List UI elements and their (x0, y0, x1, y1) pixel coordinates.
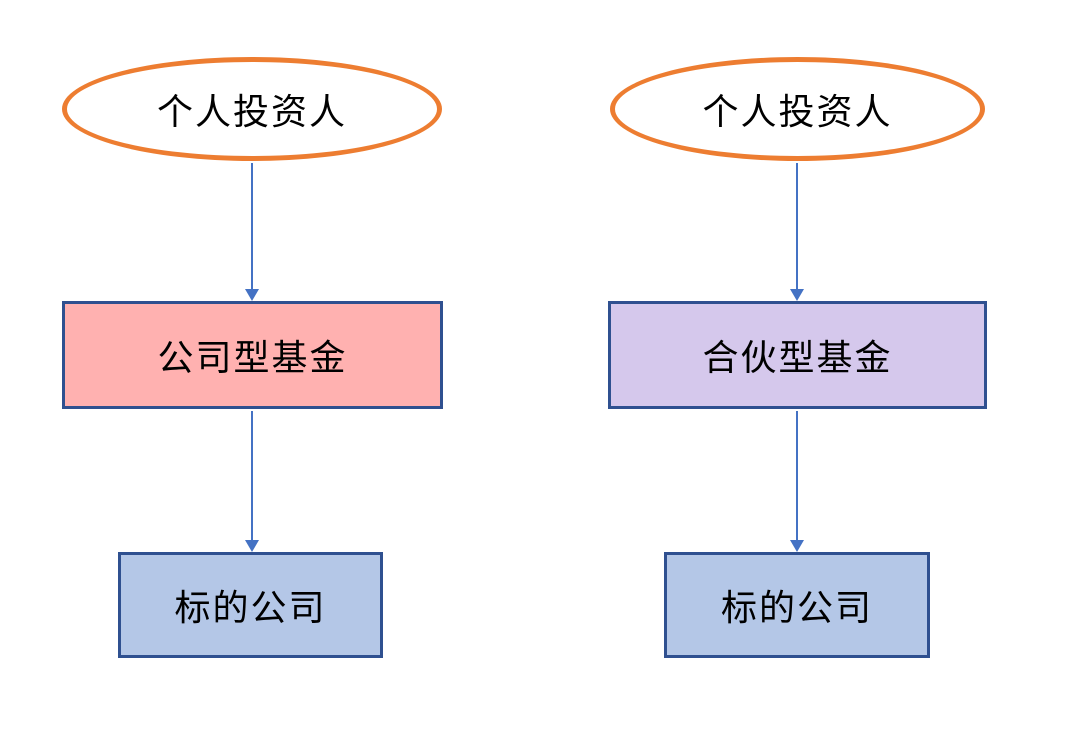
node-label: 标的公司 (174, 588, 327, 629)
node-individual-investor-left: 个人投资人 (62, 57, 442, 161)
node-individual-investor-right: 个人投资人 (610, 57, 985, 161)
node-label: 标的公司 (720, 588, 873, 629)
arrow-fund-to-target-right (789, 411, 805, 552)
arrow-head-icon (790, 540, 804, 552)
arrow-line (796, 411, 798, 543)
arrow-head-icon (245, 540, 259, 552)
node-company-fund: 公司型基金 (62, 301, 443, 409)
node-target-company-left: 标的公司 (118, 552, 383, 658)
arrow-head-icon (245, 289, 259, 301)
arrow-line (796, 163, 798, 292)
arrow-investor-to-fund-left (244, 163, 260, 301)
arrow-line (251, 163, 253, 292)
arrow-line (251, 411, 253, 543)
node-target-company-right: 标的公司 (664, 552, 930, 658)
node-label: 个人投资人 (702, 92, 893, 133)
node-label: 公司型基金 (157, 338, 348, 379)
node-partnership-fund: 合伙型基金 (608, 301, 987, 409)
node-label: 个人投资人 (156, 92, 347, 133)
arrow-head-icon (790, 289, 804, 301)
arrow-investor-to-fund-right (789, 163, 805, 301)
node-label: 合伙型基金 (702, 338, 893, 379)
arrow-fund-to-target-left (244, 411, 260, 552)
